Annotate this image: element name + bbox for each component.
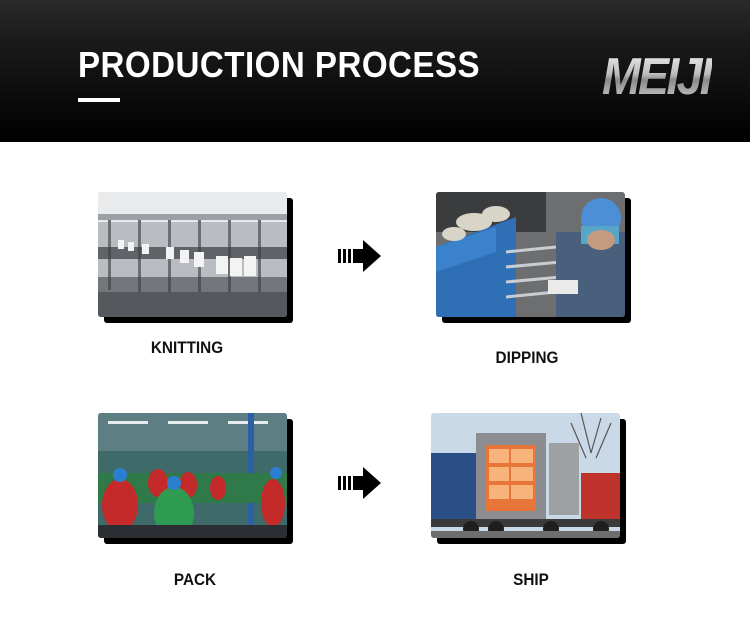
knitting-photo [98, 192, 293, 323]
step-label-dipping: DIPPING [495, 348, 559, 367]
dipping-photo [436, 192, 631, 323]
right-arrow-icon [338, 240, 381, 272]
page-title: PRODUCTION PROCESS [78, 44, 481, 85]
pack-photo [98, 413, 293, 544]
step-label-knitting: KNITTING [150, 338, 224, 357]
title-underline [78, 98, 120, 102]
header-banner: PRODUCTION PROCESS MEIJI [0, 0, 750, 142]
right-arrow-icon [338, 467, 381, 499]
logo-text: MEIJI [602, 48, 712, 102]
ship-photo [431, 413, 626, 544]
step-label-ship: SHIP [513, 570, 549, 589]
brand-logo: MEIJI [602, 48, 712, 102]
step-label-pack: PACK [173, 570, 217, 589]
